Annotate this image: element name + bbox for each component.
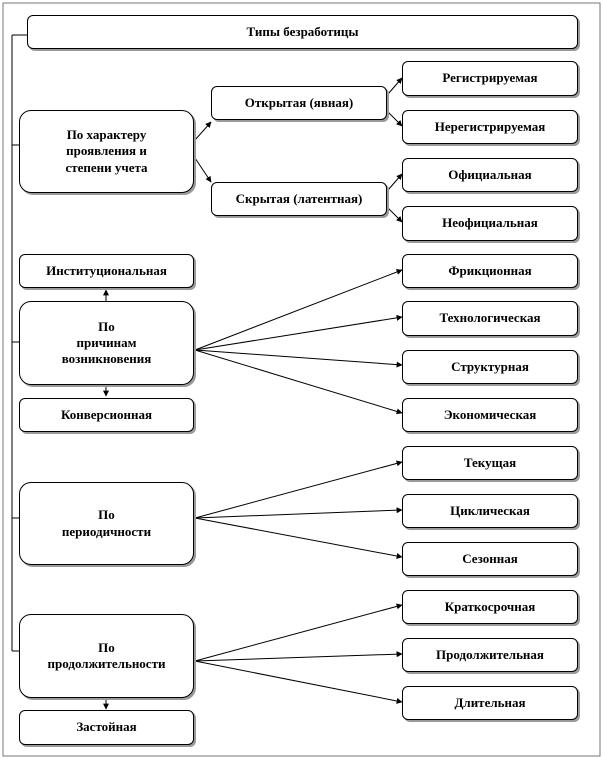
leaf-official: Официальная [402, 158, 578, 192]
arrow-open-unregistered [387, 111, 403, 127]
leaf-cyclical: Циклическая [402, 494, 578, 528]
category-periodicity: По периодичности [19, 482, 194, 565]
arrow-character-hidden [194, 157, 212, 183]
leaf-institutional-label: Институциональная [46, 262, 167, 278]
leaf-current-label: Текущая [463, 454, 517, 470]
arrow-causes-economic [194, 349, 403, 415]
diagram-title: Типы безработицы [246, 23, 359, 39]
leaf-economic: Экономическая [402, 398, 578, 432]
spine [11, 34, 27, 652]
arrow-causes-structural [194, 349, 403, 368]
leaf-official-label: Официальная [448, 166, 532, 182]
arrow-open-registered [387, 77, 403, 95]
leaf-stagnant-label: Застойная [76, 719, 137, 735]
category-causes: По причинам возникновения [19, 301, 194, 385]
arrow-periodicity-cyclical [194, 507, 403, 519]
arrow-duration-long [194, 660, 403, 704]
leaf-frictional-label: Фрикционная [448, 262, 532, 278]
leaf-conversion: Конверсионная [19, 398, 194, 432]
leaf-prolonged-label: Продолжительная [436, 646, 544, 662]
leaf-current: Текущая [402, 446, 578, 480]
leaf-long-term: Длительная [402, 686, 578, 720]
leaf-cyclical-label: Циклическая [450, 502, 530, 518]
leaf-stagnant: Застойная [19, 710, 194, 745]
subtype-hidden-label: Скрытая (латентная) [235, 190, 363, 206]
arrow-periodicity-current [194, 460, 403, 519]
arrow-hidden-official [387, 173, 403, 191]
leaf-long-term-label: Длительная [454, 694, 526, 710]
title-box: Типы безработицы [27, 15, 578, 49]
subtype-open: Открытая (явная) [211, 86, 387, 120]
leaf-unofficial: Неофициальная [402, 206, 578, 241]
subtype-open-label: Открытая (явная) [244, 94, 354, 110]
category-duration: По продолжительности [19, 614, 194, 698]
arrow-causes-technological [194, 314, 403, 351]
leaf-seasonal: Сезонная [402, 542, 578, 576]
arrow-character-open [194, 121, 212, 141]
category-character-label: По характеру проявления и степени учета [65, 127, 148, 175]
leaf-unofficial-label: Неофициальная [442, 215, 538, 231]
arrow-hidden-unofficial [387, 207, 403, 223]
leaf-unregistered-label: Нерегистрируемая [434, 118, 546, 134]
category-periodicity-label: По периодичности [61, 507, 152, 539]
leaf-structural: Структурная [402, 350, 578, 384]
leaf-conversion-label: Конверсионная [60, 406, 153, 422]
leaf-seasonal-label: Сезонная [462, 550, 518, 566]
leaf-frictional: Фрикционная [402, 254, 578, 288]
leaf-registered: Регистрируемая [402, 61, 578, 96]
arrow-duration-short [194, 603, 403, 662]
category-duration-label: По продолжительности [47, 639, 166, 671]
leaf-unregistered: Нерегистрируемая [402, 110, 578, 144]
arrow-periodicity-seasonal [194, 517, 403, 559]
leaf-registered-label: Регистрируемая [442, 70, 538, 86]
leaf-technological: Технологическая [402, 301, 578, 336]
leaf-prolonged: Продолжительная [402, 638, 578, 672]
category-causes-label: По причинам возникновения [61, 318, 152, 367]
category-character: По характеру проявления и степени учета [19, 110, 194, 193]
arrow-duration-prolonged [194, 651, 403, 662]
leaf-short-term-label: Краткосрочная [444, 598, 536, 614]
leaf-economic-label: Экономическая [443, 406, 537, 422]
subtype-hidden: Скрытая (латентная) [211, 182, 387, 216]
leaf-institutional: Институциональная [19, 254, 194, 288]
leaf-structural-label: Структурная [451, 358, 529, 374]
leaf-short-term: Краткосрочная [402, 590, 578, 624]
leaf-technological-label: Технологическая [439, 310, 541, 326]
arrow-causes-frictional [194, 269, 403, 351]
